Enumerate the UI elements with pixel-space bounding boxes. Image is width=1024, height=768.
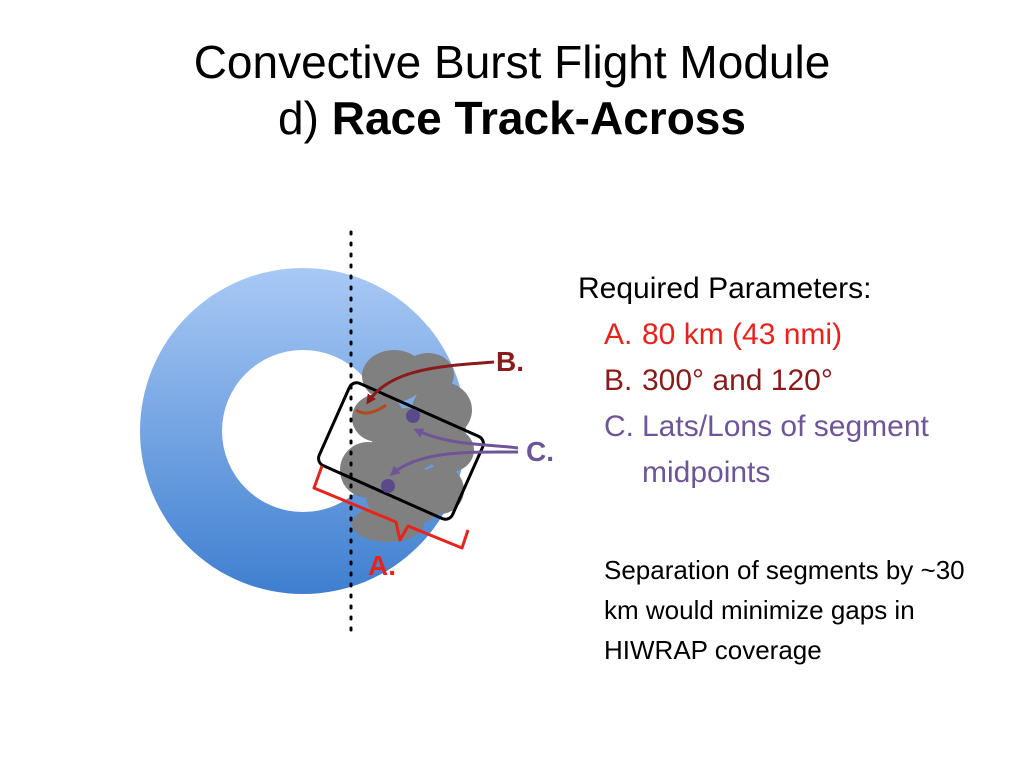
label-a: A.: [368, 550, 396, 581]
parameter-c: C. Lats/Lons of segment midpoints: [578, 404, 972, 496]
parameter-a-text: 80 km (43 nmi): [642, 318, 843, 351]
required-parameters: Required Parameters: A. 80 km (43 nmi) B…: [578, 266, 972, 496]
parameter-a-marker: A.: [604, 318, 633, 351]
parameter-c-text: Lats/Lons of segment midpoints: [642, 410, 929, 489]
label-c-arrow-upper: [413, 428, 519, 450]
parameters-heading: Required Parameters:: [578, 272, 872, 305]
label-c-arrow-lower: [389, 450, 519, 476]
parameter-a: A. 80 km (43 nmi): [578, 312, 972, 358]
segment-midpoint-upper: [406, 409, 420, 423]
parameter-b: B. 300° and 120°: [578, 358, 972, 404]
title-bold: Race Track-Across: [331, 92, 746, 144]
parameter-c-marker: C.: [604, 410, 634, 443]
title-line-1: Convective Burst Flight Module: [193, 36, 831, 88]
distance-bracket: [312, 465, 470, 550]
parameter-b-text: 300° and 120°: [642, 364, 833, 397]
heading-arc: [355, 403, 387, 415]
label-b: B.: [496, 346, 524, 377]
parameters-list: A. 80 km (43 nmi) B. 300° and 120° C. La…: [578, 312, 972, 496]
title-prefix: d): [278, 92, 319, 144]
label-c: C.: [526, 436, 554, 467]
separation-note: Separation of segments by ~30 km would m…: [604, 555, 965, 665]
segment-midpoint-lower: [381, 479, 395, 493]
slide-title: Convective Burst Flight Module d) Race T…: [0, 34, 1024, 146]
parameter-b-marker: B.: [604, 364, 633, 397]
race-track-pattern: [317, 381, 485, 521]
title-line-2: d) Race Track-Across: [0, 90, 1024, 146]
label-b-arrow: [366, 360, 495, 405]
